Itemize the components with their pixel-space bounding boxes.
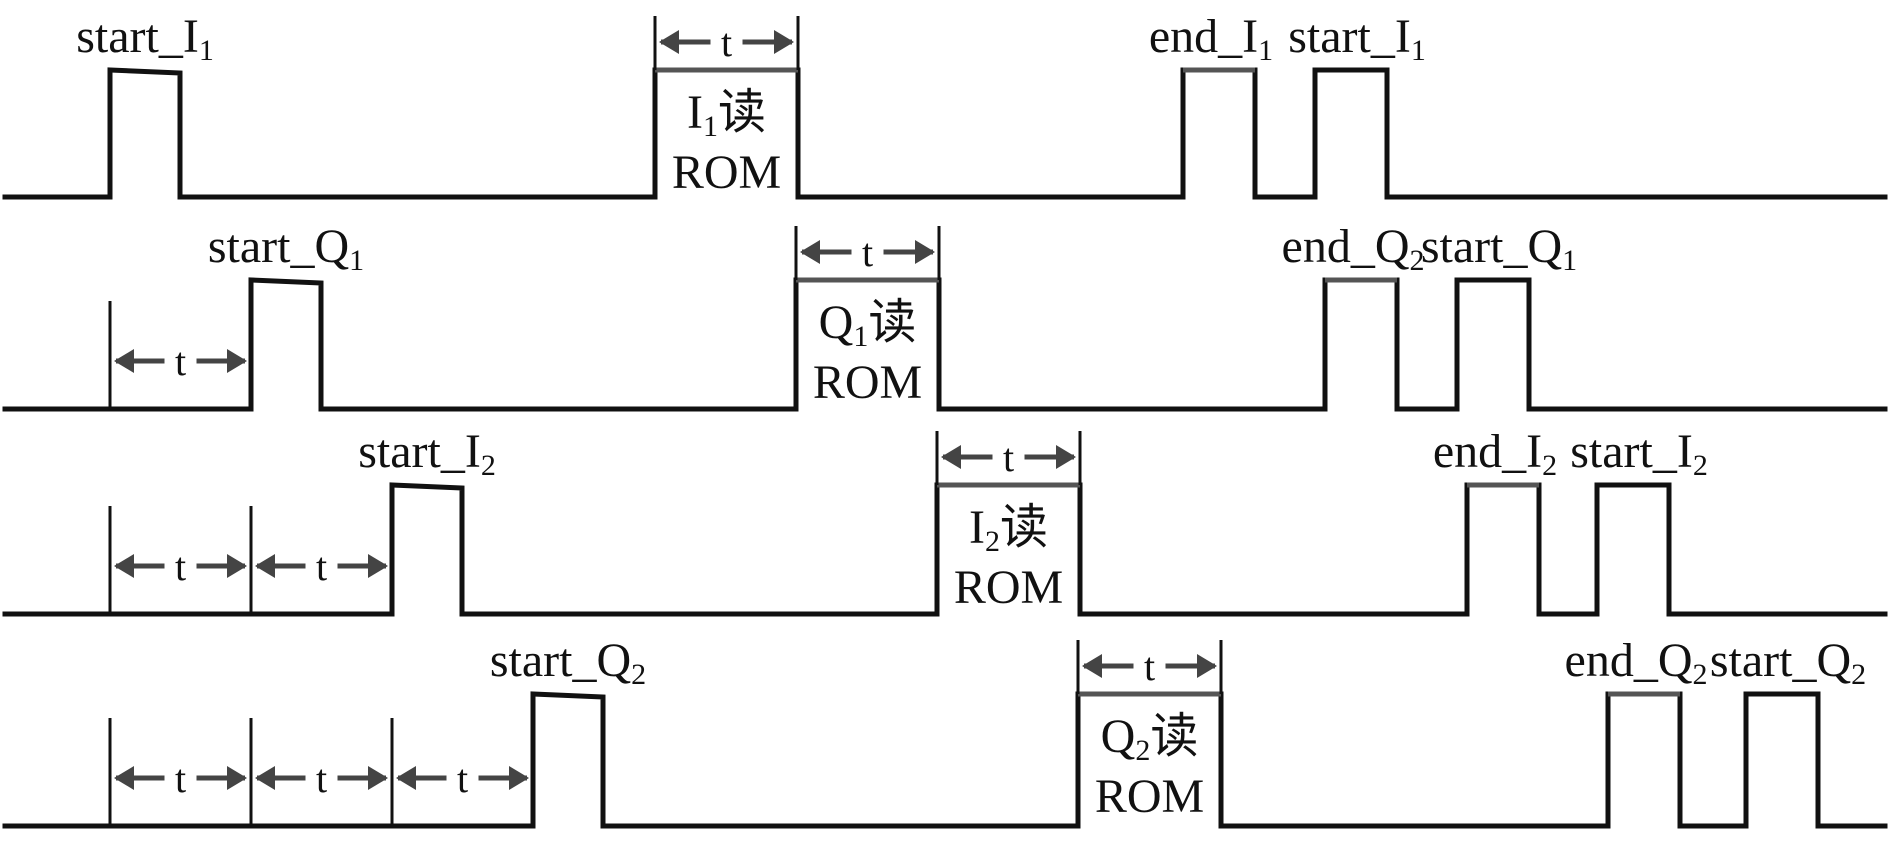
rom-label: ROM bbox=[954, 561, 1063, 614]
interval-label: t bbox=[175, 339, 186, 384]
rom-label: ROM bbox=[672, 146, 781, 199]
interval-label: t bbox=[457, 756, 468, 801]
arrowhead-left-icon bbox=[255, 766, 275, 790]
end-pulse-label: end_Q2 bbox=[1282, 220, 1425, 277]
rom-label: ROM bbox=[1095, 770, 1204, 823]
arrowhead-left-icon bbox=[114, 554, 134, 578]
arrowhead-right-icon bbox=[774, 30, 794, 54]
interval-label: t bbox=[1003, 435, 1014, 480]
start-pulse-label: start_I1 bbox=[76, 10, 214, 67]
interval-label: t bbox=[316, 756, 327, 801]
restart-pulse-label: start_Q1 bbox=[1421, 220, 1577, 277]
waveform bbox=[2, 691, 1888, 829]
end-pulse-label: end_I2 bbox=[1433, 425, 1557, 482]
arrowhead-right-icon bbox=[368, 554, 388, 578]
start-pulse-label: start_Q2 bbox=[490, 634, 646, 691]
arrowhead-left-icon bbox=[396, 766, 416, 790]
arrowhead-left-icon bbox=[659, 30, 679, 54]
arrowhead-left-icon bbox=[114, 349, 134, 373]
arrowhead-right-icon bbox=[368, 766, 388, 790]
restart-pulse-label: start_Q2 bbox=[1710, 634, 1866, 691]
interval-label: t bbox=[1144, 644, 1155, 689]
waveform bbox=[2, 482, 1888, 617]
arrowhead-right-icon bbox=[1197, 654, 1217, 678]
restart-pulse-label: start_I2 bbox=[1570, 425, 1708, 482]
waveform bbox=[2, 277, 1888, 412]
delay-interval: t bbox=[114, 339, 247, 384]
arrowhead-left-icon bbox=[114, 766, 134, 790]
arrowhead-left-icon bbox=[1082, 654, 1102, 678]
delay-interval: t bbox=[255, 544, 388, 589]
read-label: Q2读 bbox=[1101, 708, 1199, 767]
arrowhead-left-icon bbox=[255, 554, 275, 578]
start-pulse-label: start_I2 bbox=[358, 425, 496, 482]
start-pulse-label: start_Q1 bbox=[208, 220, 364, 277]
arrowhead-left-icon bbox=[941, 445, 961, 469]
arrowhead-right-icon bbox=[915, 240, 935, 264]
read-label: I2读 bbox=[969, 499, 1048, 558]
arrowhead-right-icon bbox=[1056, 445, 1076, 469]
read-label: I1读 bbox=[687, 84, 766, 143]
rom-label: ROM bbox=[813, 356, 922, 409]
interval-label: t bbox=[175, 756, 186, 801]
interval-label: t bbox=[721, 20, 732, 65]
waveform bbox=[2, 67, 1888, 200]
interval-label: t bbox=[316, 544, 327, 589]
interval-label: t bbox=[175, 544, 186, 589]
rom-interval: t bbox=[800, 230, 935, 275]
arrowhead-right-icon bbox=[509, 766, 529, 790]
end-pulse-label: end_Q2 bbox=[1565, 634, 1708, 691]
arrowhead-left-icon bbox=[800, 240, 820, 264]
delay-interval: t bbox=[114, 756, 247, 801]
read-label: Q1读 bbox=[819, 294, 917, 353]
interval-label: t bbox=[862, 230, 873, 275]
arrowhead-right-icon bbox=[227, 766, 247, 790]
restart-pulse-label: start_I1 bbox=[1288, 10, 1426, 67]
end-pulse-label: end_I1 bbox=[1149, 10, 1273, 67]
rom-interval: t bbox=[659, 20, 794, 65]
delay-interval: t bbox=[255, 756, 388, 801]
arrowhead-right-icon bbox=[227, 349, 247, 373]
rom-interval: t bbox=[1082, 644, 1217, 689]
delay-interval: t bbox=[396, 756, 529, 801]
rom-interval: t bbox=[941, 435, 1076, 480]
arrowhead-right-icon bbox=[227, 554, 247, 578]
delay-interval: t bbox=[114, 544, 247, 589]
